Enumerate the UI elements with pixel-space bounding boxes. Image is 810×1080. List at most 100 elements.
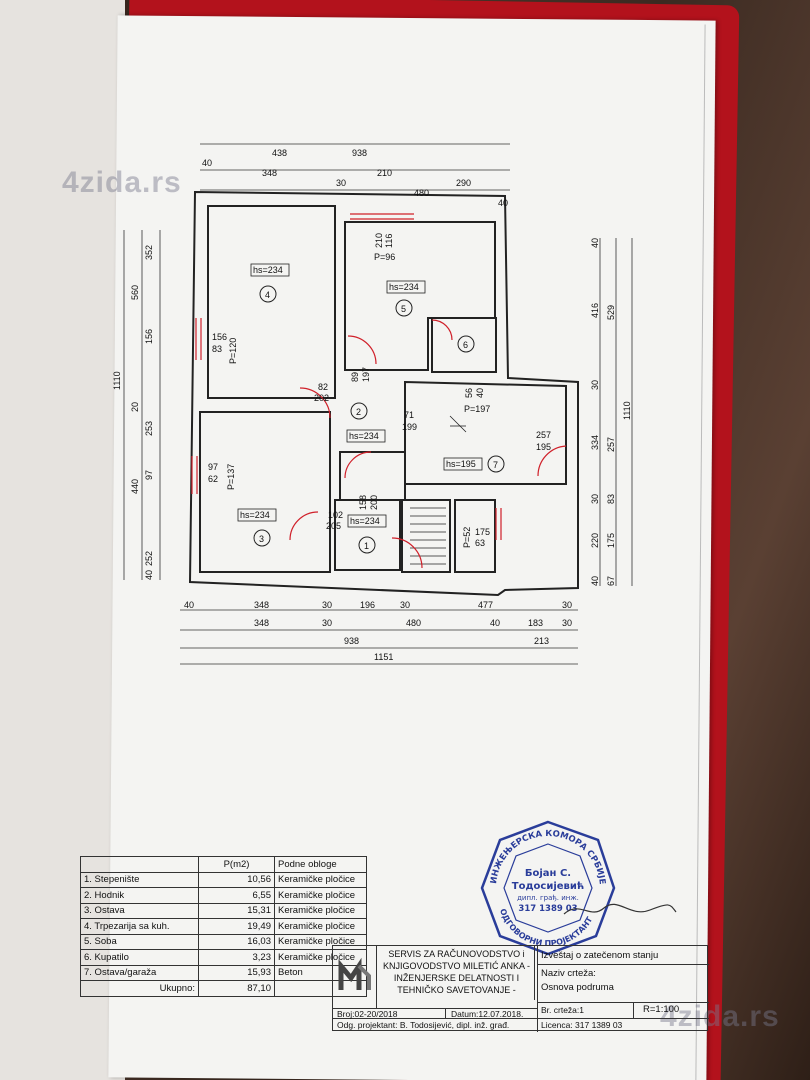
window4-height: 62 [208, 474, 218, 484]
engineer-stamp: ИНЖЕЊЕРСКА КОМОРА СРБИЈЕ ОДГОВОРНИ ПРОЈЕ… [480, 820, 616, 956]
company-logo [333, 946, 377, 1008]
dim-right-416: 416 [590, 303, 600, 318]
room-name: 4. Trpezarija sa kuh. [80, 918, 199, 935]
room-name: 3. Ostava [80, 902, 199, 919]
dim-left-20: 20 [130, 402, 140, 412]
room-area: 3,23 [198, 949, 275, 966]
room4-number: 4 [265, 290, 270, 300]
sheet-number: Br. crteža:1 [541, 1005, 584, 1015]
table-row: 2. Hodnik 6,55 Keramičke pločice [80, 887, 367, 904]
dim-top-938: 938 [352, 148, 367, 158]
table-total-row: Ukupno: 87,10 [80, 980, 367, 997]
dim-top-438: 438 [272, 148, 287, 158]
room3-number: 3 [259, 534, 264, 544]
table-row: 4. Trpezarija sa kuh. 19,49 Keramičke pl… [80, 918, 367, 935]
window5-height: 63 [475, 538, 485, 548]
dim-bottom-348b: 348 [254, 618, 269, 628]
door7-width: 102 [328, 510, 343, 520]
document-date: Datum:12.07.2018. [451, 1009, 524, 1019]
door1-width: 89 [350, 372, 360, 382]
room2-height: hs=234 [349, 431, 379, 441]
dim-left-40: 40 [144, 570, 154, 580]
dim-bottom-30d: 30 [322, 618, 332, 628]
room2-number: 2 [356, 407, 361, 417]
dim-right-83: 83 [606, 494, 616, 504]
dim-top-40b: 40 [498, 198, 508, 208]
dim-right-30: 30 [590, 380, 600, 390]
door2-width: 82 [318, 382, 328, 392]
room-name: 2. Hodnik [80, 887, 199, 904]
table-header-cell [80, 856, 199, 873]
watermark-top: 4zida.rs [62, 166, 182, 199]
room-area: 19,49 [198, 918, 275, 935]
room-floor: Keramičke pločice [274, 887, 367, 904]
dim-top-348: 348 [262, 168, 277, 178]
window1-height: 83 [212, 344, 222, 354]
dim-bottom-30: 30 [322, 600, 332, 610]
dim-bottom-40: 40 [184, 600, 194, 610]
room-name: 6. Kupatilo [80, 949, 199, 966]
dim-left-560: 560 [130, 285, 140, 300]
dim-top-40: 40 [202, 158, 212, 168]
room-name: 5. Soba [80, 933, 199, 950]
room1-number: 1 [364, 541, 369, 551]
room7-height: hs=195 [446, 459, 476, 469]
dim-right-334: 334 [590, 435, 600, 450]
window3-height: 40 [475, 388, 485, 398]
dim-right-30b: 30 [590, 494, 600, 504]
room-area: 15,31 [198, 902, 275, 919]
table-header: P(m2) Podne obloge [80, 856, 367, 873]
room5-number: 5 [401, 304, 406, 314]
dim-right-220: 220 [590, 533, 600, 548]
window4-parapet: P=137 [226, 464, 236, 490]
dim-top-30: 30 [336, 178, 346, 188]
table-row: 6. Kupatilo 3,23 Keramičke pločice [80, 949, 367, 966]
table-row: 5. Soba 16,03 Keramičke pločice [80, 933, 367, 950]
dim-bottom-183: 183 [528, 618, 543, 628]
title-block: SERVIS ZA RAČUNOVODSTVO i KNJIGOVODSTVO … [332, 945, 709, 1032]
dim-left-440: 440 [130, 479, 140, 494]
company-name: SERVIS ZA RAČUNOVODSTVO i KNJIGOVODSTVO … [379, 946, 535, 1000]
door6-height: 200 [369, 495, 379, 510]
total-area: 87,10 [198, 980, 275, 997]
dim-right-1110: 1110 [622, 401, 632, 420]
stamp-number: 317 1389 03 [518, 904, 577, 914]
door6-width: 158 [358, 495, 368, 510]
dim-right-40: 40 [590, 238, 600, 248]
stamp-title: дипл. грађ. инж. [517, 894, 579, 902]
dim-right-40b: 40 [590, 576, 600, 586]
room6-number: 6 [463, 340, 468, 350]
door2-height: 202 [314, 393, 329, 403]
dim-bottom-40b: 40 [490, 618, 500, 628]
room-area: 15,93 [198, 964, 275, 981]
table-row: 1. Stepenište 10,56 Keramičke pločice [80, 871, 367, 888]
dim-bottom-30e: 30 [562, 618, 572, 628]
drawing-name-label: Naziv crteža: [541, 968, 596, 979]
table-row: 3. Ostava 15,31 Keramičke pločice [80, 902, 367, 919]
dim-left-252: 252 [144, 551, 154, 566]
total-label: Ukupno: [80, 980, 199, 997]
license-number: Licenca: 317 1389 03 [541, 1020, 623, 1030]
dim-left-352: 352 [144, 245, 154, 260]
room-name: 1. Stepenište [80, 871, 199, 888]
dim-bottom-938: 938 [344, 636, 359, 646]
table-header-cell: Podne obloge [274, 856, 367, 873]
dim-right-175: 175 [606, 533, 616, 548]
dim-bottom-213: 213 [534, 636, 549, 646]
window1-parapet: P=120 [228, 338, 238, 364]
dim-right-257: 257 [606, 437, 616, 452]
window4-width: 97 [208, 462, 218, 472]
dim-top-290: 290 [456, 178, 471, 188]
dim-left-1110: 1110 [112, 371, 122, 390]
room-area: 6,55 [198, 887, 275, 904]
drawing-name: Osnova podruma [541, 982, 614, 993]
window3-width: 56 [464, 388, 474, 398]
watermark-bottom: 4zida.rs [660, 1000, 780, 1033]
window3-parapet: P=197 [464, 404, 490, 414]
room7-number: 7 [493, 460, 498, 470]
dim-bottom-480: 480 [406, 618, 421, 628]
window5-width: 175 [475, 527, 490, 537]
room3-height: hs=234 [240, 510, 270, 520]
room-floor: Keramičke pločice [274, 902, 367, 919]
responsible-designer: Odg. projektant: B. Todosijević, dipl. i… [337, 1020, 510, 1030]
